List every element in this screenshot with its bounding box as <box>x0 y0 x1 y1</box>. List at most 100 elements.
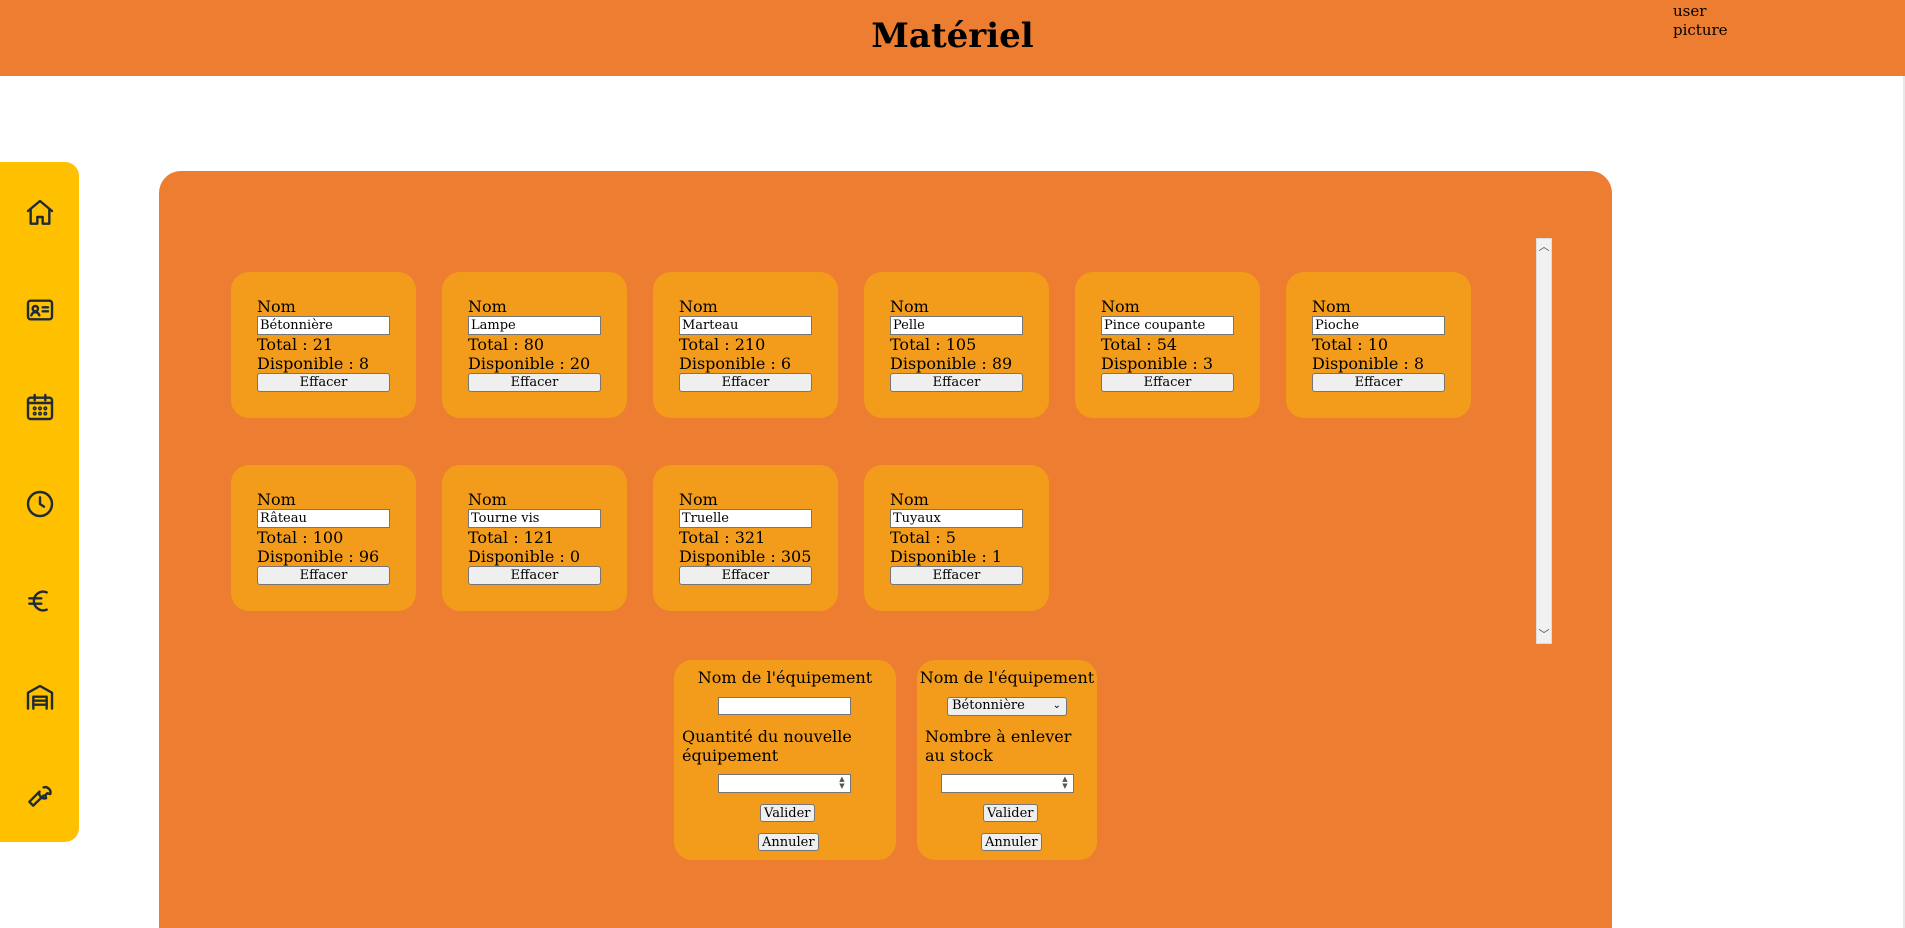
scroll-up-icon[interactable]: ︿ <box>1538 240 1550 253</box>
quantity-number-input[interactable]: ▲▼ <box>718 774 851 793</box>
equipment-card: Nom Total : 10 Disponible : 8 Effacer <box>1286 272 1471 418</box>
equipment-name-input[interactable] <box>257 316 390 335</box>
name-label: Nom <box>679 297 718 316</box>
equipment-name-input[interactable] <box>890 509 1023 528</box>
name-label: Nom <box>890 490 929 509</box>
equipment-card: Nom Total : 54 Disponible : 3 Effacer <box>1075 272 1260 418</box>
header-bar: Matériel user picture <box>0 0 1905 76</box>
available-text: Disponible : 0 <box>468 547 581 566</box>
calendar-icon <box>26 393 54 421</box>
name-label: Nom <box>468 297 507 316</box>
user-picture[interactable]: user picture <box>1673 2 1728 39</box>
available-text: Disponible : 8 <box>1312 354 1425 373</box>
equipment-card: Nom Total : 80 Disponible : 20 Effacer <box>442 272 627 418</box>
equipment-select-value: Bétonnière <box>952 698 1025 713</box>
delete-button[interactable]: Effacer <box>890 373 1023 392</box>
available-text: Disponible : 3 <box>1101 354 1214 373</box>
sidebar-item-contacts[interactable] <box>23 293 57 327</box>
equipment-name-input[interactable] <box>1312 316 1445 335</box>
remove-cancel-button[interactable]: Annuler <box>981 833 1042 851</box>
equipment-name-input[interactable] <box>679 509 812 528</box>
equipment-name-input[interactable] <box>679 316 812 335</box>
spinner-arrows-icon[interactable]: ▲▼ <box>1062 775 1068 790</box>
add-validate-button[interactable]: Valider <box>760 804 815 822</box>
total-text: Total : 5 <box>890 528 956 547</box>
equipment-name-input[interactable] <box>890 316 1023 335</box>
equipment-name-input[interactable] <box>257 509 390 528</box>
name-label: Nom <box>1312 297 1351 316</box>
remove-count-label: Nombre à enlever au stock <box>925 727 1072 765</box>
remove-count-number-input[interactable]: ▲▼ <box>941 774 1074 793</box>
total-text: Total : 21 <box>257 335 334 354</box>
equipment-name-input[interactable] <box>468 509 601 528</box>
wrench-icon <box>28 785 52 807</box>
equipment-card: Nom Total : 100 Disponible : 96 Effacer <box>231 465 416 611</box>
sidebar-item-calendar[interactable] <box>23 390 57 424</box>
add-cancel-button[interactable]: Annuler <box>758 833 819 851</box>
euro-icon <box>28 590 48 612</box>
clock-icon <box>26 490 54 518</box>
sidebar-nav <box>0 162 79 842</box>
equipment-card: Nom Total : 21 Disponible : 8 Effacer <box>231 272 416 418</box>
remove-stock-form: Nom de l'équipement Bétonnière ⌄ Nombre … <box>917 660 1097 860</box>
available-text: Disponible : 305 <box>679 547 812 566</box>
equipment-card: Nom Total : 5 Disponible : 1 Effacer <box>864 465 1049 611</box>
total-text: Total : 10 <box>1312 335 1389 354</box>
scroll-down-icon[interactable]: ﹀ <box>1538 628 1550 641</box>
available-text: Disponible : 6 <box>679 354 792 373</box>
available-text: Disponible : 20 <box>468 354 591 373</box>
delete-button[interactable]: Effacer <box>1312 373 1445 392</box>
contact-card-icon <box>26 299 54 321</box>
equipment-name-input[interactable] <box>1101 316 1234 335</box>
equipment-select[interactable]: Bétonnière ⌄ <box>947 697 1067 716</box>
sidebar-item-finance[interactable] <box>23 584 57 618</box>
add-form-title: Nom de l'équipement <box>697 668 873 687</box>
sidebar-item-home[interactable] <box>23 196 57 230</box>
total-text: Total : 100 <box>257 528 344 547</box>
warehouse-icon <box>26 684 54 710</box>
total-text: Total : 121 <box>468 528 555 547</box>
new-equipment-name-input[interactable] <box>718 697 851 715</box>
total-text: Total : 105 <box>890 335 977 354</box>
delete-button[interactable]: Effacer <box>890 566 1023 585</box>
equipment-list-scrollbar[interactable]: ︿ ﹀ <box>1536 238 1552 644</box>
quantity-label: Quantité du nouvelle équipement <box>682 727 852 765</box>
available-text: Disponible : 89 <box>890 354 1013 373</box>
add-equipment-form: Nom de l'équipement Quantité du nouvelle… <box>674 660 896 860</box>
remove-validate-button[interactable]: Valider <box>983 804 1038 822</box>
name-label: Nom <box>890 297 929 316</box>
available-text: Disponible : 96 <box>257 547 380 566</box>
equipment-card: Nom Total : 121 Disponible : 0 Effacer <box>442 465 627 611</box>
equipment-card: Nom Total : 321 Disponible : 305 Effacer <box>653 465 838 611</box>
equipment-name-input[interactable] <box>468 316 601 335</box>
delete-button[interactable]: Effacer <box>257 566 390 585</box>
home-icon <box>26 199 54 225</box>
total-text: Total : 321 <box>679 528 766 547</box>
page-edge-divider <box>1903 76 1905 928</box>
delete-button[interactable]: Effacer <box>468 373 601 392</box>
sidebar-item-equipment[interactable] <box>23 778 57 812</box>
name-label: Nom <box>679 490 718 509</box>
name-label: Nom <box>257 297 296 316</box>
delete-button[interactable]: Effacer <box>257 373 390 392</box>
total-text: Total : 210 <box>679 335 766 354</box>
equipment-card: Nom Total : 105 Disponible : 89 Effacer <box>864 272 1049 418</box>
delete-button[interactable]: Effacer <box>468 566 601 585</box>
name-label: Nom <box>1101 297 1140 316</box>
delete-button[interactable]: Effacer <box>679 373 812 392</box>
spinner-arrows-icon[interactable]: ▲▼ <box>839 775 845 790</box>
sidebar-item-hours[interactable] <box>23 487 57 521</box>
total-text: Total : 54 <box>1101 335 1178 354</box>
sidebar-item-warehouse[interactable] <box>23 681 57 715</box>
total-text: Total : 80 <box>468 335 545 354</box>
available-text: Disponible : 1 <box>890 547 1003 566</box>
delete-button[interactable]: Effacer <box>679 566 812 585</box>
chevron-down-icon: ⌄ <box>1052 700 1061 711</box>
delete-button[interactable]: Effacer <box>1101 373 1234 392</box>
remove-form-title: Nom de l'équipement <box>919 668 1095 687</box>
equipment-panel: Nom Total : 21 Disponible : 8 Effacer No… <box>159 171 1612 928</box>
equipment-card: Nom Total : 210 Disponible : 6 Effacer <box>653 272 838 418</box>
page-title: Matériel <box>871 16 1034 56</box>
available-text: Disponible : 8 <box>257 354 370 373</box>
name-label: Nom <box>468 490 507 509</box>
